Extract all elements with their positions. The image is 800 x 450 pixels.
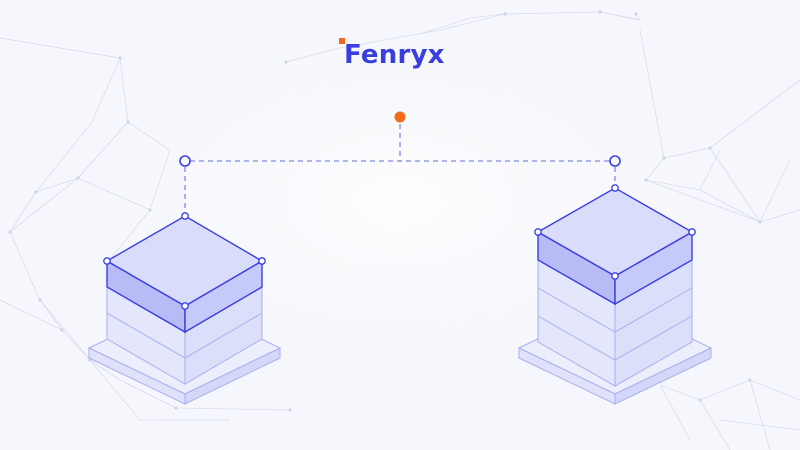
- server-left: [87, 212, 282, 405]
- connector-node-right: [609, 155, 621, 167]
- server-right: [517, 184, 713, 405]
- hub-dot: [394, 111, 406, 123]
- background-mesh-nodes: [8, 10, 762, 412]
- logo-mark-icon: [339, 38, 345, 44]
- connector-node-left: [179, 155, 191, 167]
- brand-logo-text: Fenryx: [344, 40, 445, 70]
